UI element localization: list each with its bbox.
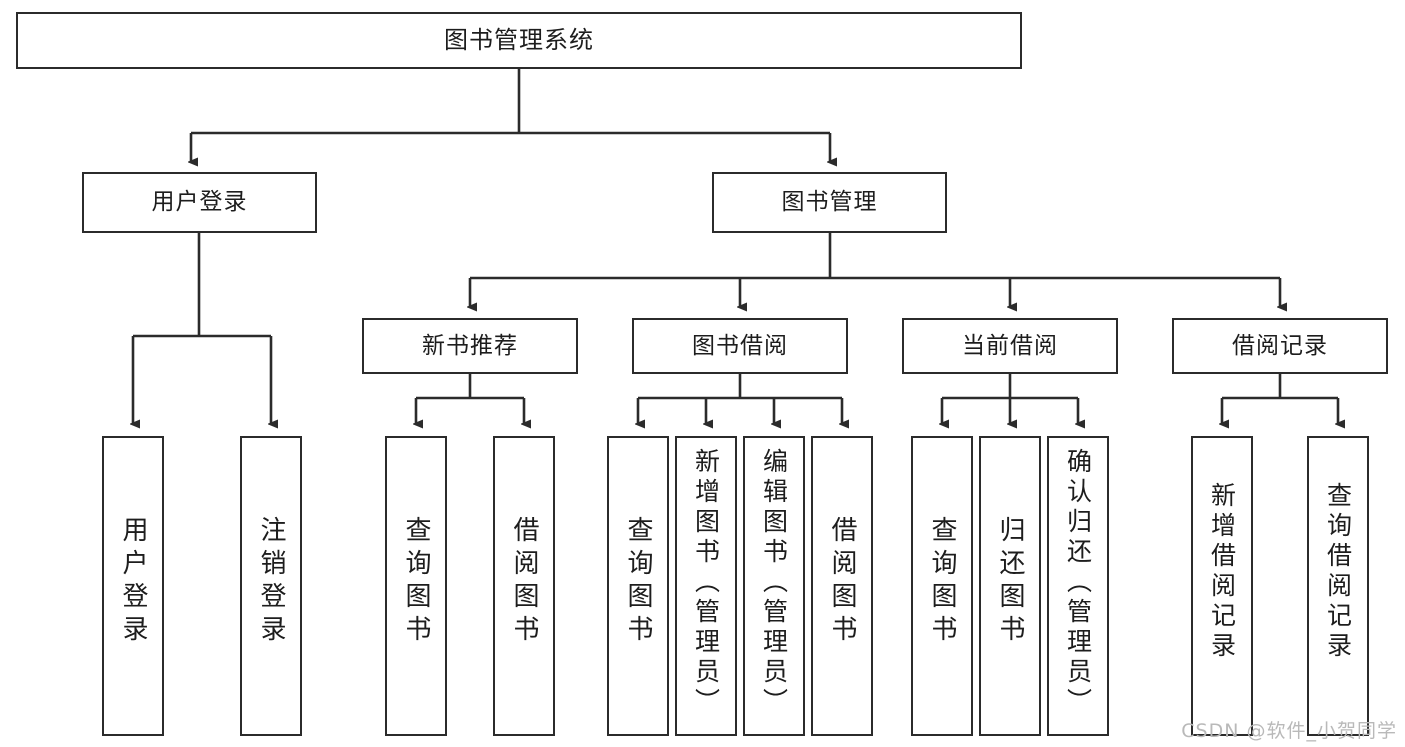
leaf-confirm-return-admin[interactable]: 确认归还（管理员） (1047, 436, 1109, 736)
leaf-borrow-book-recommendation[interactable]: 借阅图书 (493, 436, 555, 736)
leaf-query-book-current[interactable]: 查询图书 (911, 436, 973, 736)
node-label: 用户登录 (151, 189, 248, 216)
node-label: 借阅图书 (509, 516, 539, 648)
node-label: 查询图书 (927, 516, 957, 648)
leaf-borrow-book[interactable]: 借阅图书 (811, 436, 873, 736)
node-root-book-management-system[interactable]: 图书管理系统 (16, 12, 1022, 69)
node-label: 图书管理系统 (444, 25, 594, 54)
node-current-borrowing[interactable]: 当前借阅 (902, 318, 1118, 374)
node-label: 图书借阅 (692, 332, 788, 359)
node-label: 查询图书 (623, 516, 653, 648)
node-label: 当前借阅 (962, 332, 1058, 359)
node-label: 注销登录 (256, 516, 286, 648)
node-label: 借阅图书 (827, 516, 857, 648)
leaf-edit-book-admin[interactable]: 编辑图书（管理员） (743, 436, 805, 736)
node-label: 查询图书 (401, 516, 431, 648)
node-label: 新增借阅记录 (1207, 482, 1237, 662)
node-book-borrowing[interactable]: 图书借阅 (632, 318, 848, 374)
node-label: 用户登录 (118, 516, 148, 648)
node-borrowing-record[interactable]: 借阅记录 (1172, 318, 1388, 374)
node-label: 新书推荐 (422, 332, 518, 359)
node-label: 编辑图书（管理员） (759, 448, 789, 718)
node-label: 图书管理 (781, 189, 878, 216)
node-label: 归还图书 (995, 516, 1025, 648)
leaf-add-book-admin[interactable]: 新增图书（管理员） (675, 436, 737, 736)
leaf-user-login[interactable]: 用户登录 (102, 436, 164, 736)
leaf-return-book[interactable]: 归还图书 (979, 436, 1041, 736)
leaf-query-book-borrowing[interactable]: 查询图书 (607, 436, 669, 736)
node-new-book-recommendation[interactable]: 新书推荐 (362, 318, 578, 374)
leaf-user-logout[interactable]: 注销登录 (240, 436, 302, 736)
node-label: 借阅记录 (1232, 332, 1328, 359)
node-label: 确认归还（管理员） (1063, 448, 1093, 718)
node-label: 查询借阅记录 (1323, 482, 1353, 662)
node-label: 新增图书（管理员） (691, 448, 721, 718)
leaf-query-borrow-record[interactable]: 查询借阅记录 (1307, 436, 1369, 736)
node-book-management[interactable]: 图书管理 (712, 172, 947, 233)
leaf-query-book-recommendation[interactable]: 查询图书 (385, 436, 447, 736)
leaf-add-borrow-record[interactable]: 新增借阅记录 (1191, 436, 1253, 736)
node-user-login[interactable]: 用户登录 (82, 172, 317, 233)
